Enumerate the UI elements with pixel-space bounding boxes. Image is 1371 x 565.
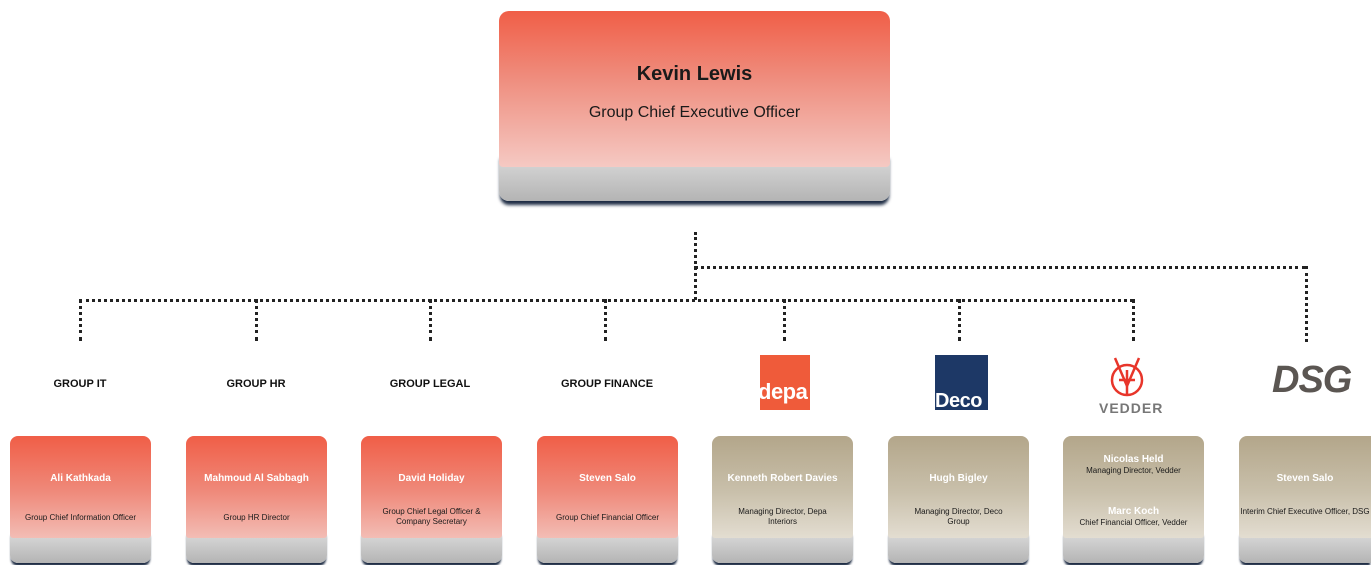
connector-drop-legal: [429, 299, 432, 341]
person-title: Group Chief Information Officer: [24, 513, 136, 522]
vedder-logo-text: VEDDER: [1099, 400, 1164, 416]
dept-label-legal: GROUP LEGAL: [389, 378, 471, 390]
card-group-legal: David Holiday Group Chief Legal Officer …: [361, 436, 502, 563]
person-title: Managing Director, Deco Group: [914, 507, 1003, 526]
depa-logo: depa: [758, 355, 810, 410]
card-group-finance: Steven Salo Group Chief Financial Office…: [537, 436, 678, 563]
vedder-logo: VEDDER: [1093, 356, 1173, 418]
card-body: Kenneth Robert Davies Managing Director,…: [712, 436, 853, 538]
connector-drop-finance: [604, 299, 607, 341]
card-deco: Hugh Bigley Managing Director, Deco Grou…: [888, 436, 1029, 563]
connector-drop-deco: [958, 299, 961, 341]
person-title: Interim Chief Executive Officer, DSG: [1240, 507, 1370, 516]
person-name: Kenneth Robert Davies: [727, 473, 838, 484]
card-body: Steven Salo Group Chief Financial Office…: [537, 436, 678, 538]
connector-drop-dsg: [1305, 266, 1308, 342]
dsg-logo: DSG: [1272, 360, 1352, 400]
card-dsg: Steven Salo Interim Chief Executive Offi…: [1239, 436, 1371, 563]
connector-bus-right: [694, 266, 1306, 269]
card-body: Steven Salo Interim Chief Executive Offi…: [1239, 436, 1371, 538]
dsg-logo-text: DSG: [1272, 359, 1352, 401]
person-title: Chief Financial Officer, Vedder: [1079, 518, 1188, 527]
person-name: Ali Kathkada: [50, 473, 111, 484]
person-name: Nicolas Held: [1103, 454, 1164, 465]
card-body: Ali Kathkada Group Chief Information Off…: [10, 436, 151, 538]
person-title: Group Chief Legal Officer & Company Secr…: [382, 507, 481, 526]
card-body: David Holiday Group Chief Legal Officer …: [361, 436, 502, 538]
person-title: Group HR Director: [223, 513, 290, 522]
ceo-card: Kevin Lewis Group Chief Executive Office…: [499, 11, 890, 201]
person-title: Managing Director, Vedder: [1086, 466, 1181, 475]
card-body: Nicolas Held Managing Director, Vedder M…: [1063, 436, 1204, 538]
ceo-card-body: Kevin Lewis Group Chief Executive Office…: [499, 11, 890, 167]
deco-logo: Deco: [935, 355, 988, 412]
vedder-emblem-icon: [1110, 357, 1144, 397]
person-name: Steven Salo: [579, 473, 636, 484]
dept-label-finance: GROUP FINANCE: [560, 378, 654, 390]
card-body: Mahmoud Al Sabbagh Group HR Director: [186, 436, 327, 538]
ceo-title: Group Chief Executive Officer: [588, 104, 801, 121]
card-body: Hugh Bigley Managing Director, Deco Grou…: [888, 436, 1029, 538]
dept-label-hr: GROUP HR: [226, 378, 286, 390]
person-title: Group Chief Financial Officer: [555, 513, 659, 522]
card-depa: Kenneth Robert Davies Managing Director,…: [712, 436, 853, 563]
card-vedder: Nicolas Held Managing Director, Vedder M…: [1063, 436, 1204, 563]
connector-drop-vedder: [1132, 299, 1135, 341]
deco-logo-text: Deco: [935, 390, 982, 412]
ceo-name: Kevin Lewis: [636, 63, 753, 85]
card-group-it: Ali Kathkada Group Chief Information Off…: [10, 436, 151, 563]
dept-label-it: GROUP IT: [53, 378, 107, 390]
person-name: David Holiday: [398, 473, 465, 484]
connector-drop-depa: [783, 299, 786, 341]
person-title: Managing Director, Depa Interiors: [738, 507, 827, 526]
connector-drop-it: [79, 299, 82, 341]
card-group-hr: Mahmoud Al Sabbagh Group HR Director: [186, 436, 327, 563]
person-name: Steven Salo: [1276, 473, 1334, 484]
person-name: Marc Koch: [1107, 506, 1160, 517]
depa-logo-text: depa: [758, 379, 808, 404]
person-name: Hugh Bigley: [929, 473, 988, 484]
connector-drop-hr: [255, 299, 258, 341]
person-name: Mahmoud Al Sabbagh: [204, 473, 309, 484]
